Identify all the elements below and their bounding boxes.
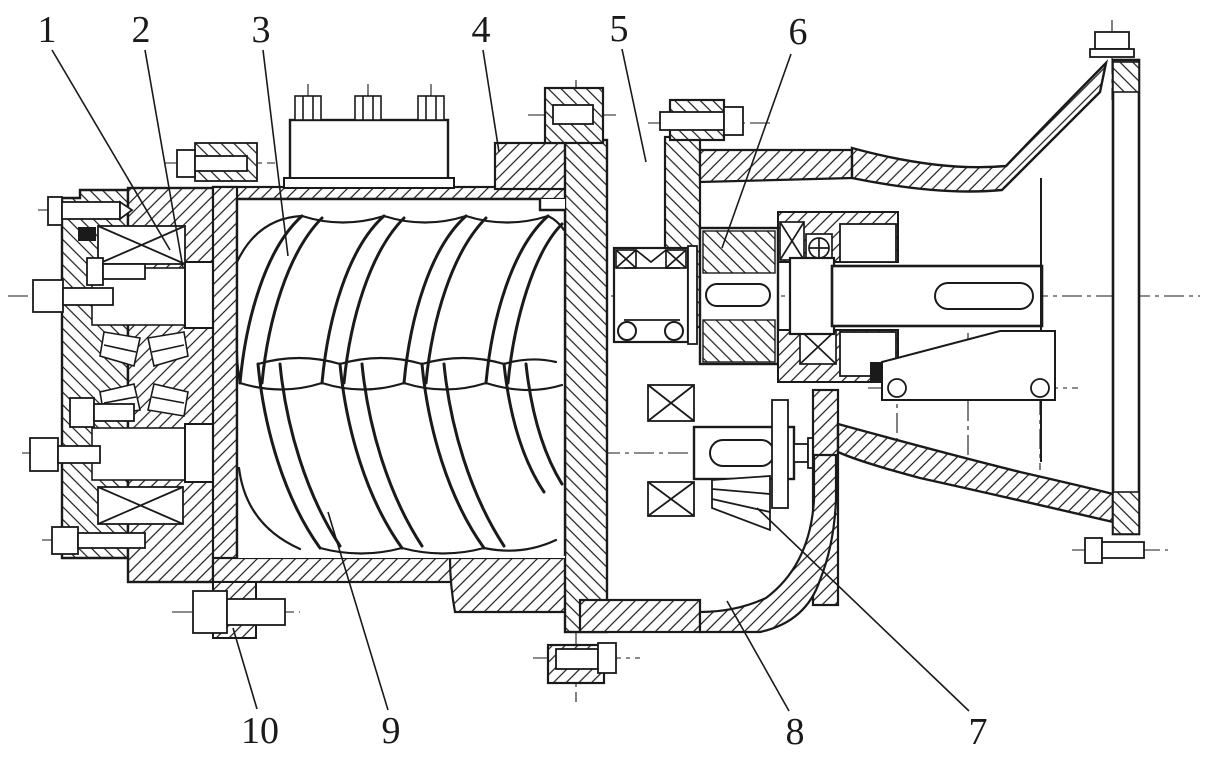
bolt bbox=[546, 642, 617, 685]
shaft-coupling bbox=[698, 226, 780, 366]
lower-housing-web bbox=[698, 453, 838, 634]
leader-line-1 bbox=[51, 49, 171, 251]
casing-bottom-right bbox=[578, 598, 702, 634]
callout-label-7: 7 bbox=[969, 711, 988, 753]
left-bearing-bottom bbox=[97, 383, 189, 525]
bolt bbox=[47, 196, 134, 226]
bolt bbox=[51, 526, 146, 555]
female-shaft-keyway bbox=[709, 439, 775, 467]
bolt bbox=[1089, 31, 1135, 58]
leader-line-3 bbox=[262, 49, 289, 257]
callout-label-1: 1 bbox=[38, 9, 57, 51]
leader-line-6 bbox=[721, 53, 792, 249]
female-rotor bbox=[237, 356, 564, 555]
callout-layer: 1 2 3 4 5 6 7 8 9 10 bbox=[38, 8, 988, 753]
callout-label-8: 8 bbox=[786, 711, 805, 753]
leader-line-7 bbox=[756, 507, 970, 712]
callout-label-2: 2 bbox=[132, 9, 151, 51]
bearing-rollers bbox=[615, 249, 687, 321]
bolt bbox=[86, 257, 146, 286]
keyway-slot bbox=[705, 283, 771, 307]
casing-bottom-wall bbox=[211, 556, 460, 584]
bolt bbox=[69, 397, 135, 428]
casing-bottom-step bbox=[448, 556, 580, 614]
tapered-rollers-top bbox=[99, 331, 189, 368]
bell-bottom-band bbox=[836, 422, 1115, 524]
bell-housing bbox=[698, 31, 1145, 564]
seal-carrier-upper bbox=[839, 223, 897, 263]
rotor-chamber bbox=[235, 197, 567, 558]
bolt bbox=[543, 86, 605, 145]
leader-line-9 bbox=[327, 511, 389, 711]
mounting-flange bbox=[1111, 58, 1141, 536]
left-bolts bbox=[29, 142, 258, 555]
inlet-flange-block bbox=[283, 95, 455, 189]
bolt bbox=[32, 279, 114, 313]
casing-top-boss bbox=[493, 141, 577, 191]
bolt bbox=[659, 98, 744, 142]
bearing-cover-plate bbox=[771, 399, 789, 509]
mounting-bracket bbox=[881, 330, 1056, 401]
top-flange-bolts bbox=[192, 86, 744, 685]
bell-neck-top bbox=[698, 148, 854, 184]
leader-line-5 bbox=[621, 48, 647, 163]
casing-left-wall bbox=[211, 185, 239, 584]
callout-label-5: 5 bbox=[610, 8, 629, 50]
callout-label-3: 3 bbox=[252, 9, 271, 51]
stud-group bbox=[294, 95, 445, 121]
bearing-balls bbox=[617, 321, 684, 341]
left-bearing-top bbox=[97, 225, 189, 368]
bell-top-band bbox=[850, 59, 1109, 193]
leader-line-4 bbox=[482, 49, 500, 153]
discharge-bearing-assembly bbox=[612, 245, 698, 345]
callout-label-6: 6 bbox=[789, 11, 808, 53]
bearing-preload-cone bbox=[711, 475, 771, 532]
seal-ring bbox=[78, 227, 96, 241]
shaft-shoulder bbox=[788, 256, 836, 336]
bolt bbox=[1084, 537, 1145, 564]
discharge-front-wall bbox=[563, 138, 609, 634]
bearing-retainer-plate bbox=[687, 245, 698, 345]
input-bearing-lower bbox=[799, 329, 837, 365]
leader-line-10 bbox=[232, 627, 258, 710]
callout-label-9: 9 bbox=[382, 710, 401, 752]
callout-label-10: 10 bbox=[241, 710, 279, 752]
bolt bbox=[176, 142, 258, 182]
leader-line-8 bbox=[726, 600, 790, 712]
bolt bbox=[29, 437, 101, 472]
shaft-keyway bbox=[934, 282, 1034, 310]
leader-line-2 bbox=[144, 49, 184, 269]
callout-label-4: 4 bbox=[472, 9, 491, 51]
bolt bbox=[192, 581, 286, 639]
